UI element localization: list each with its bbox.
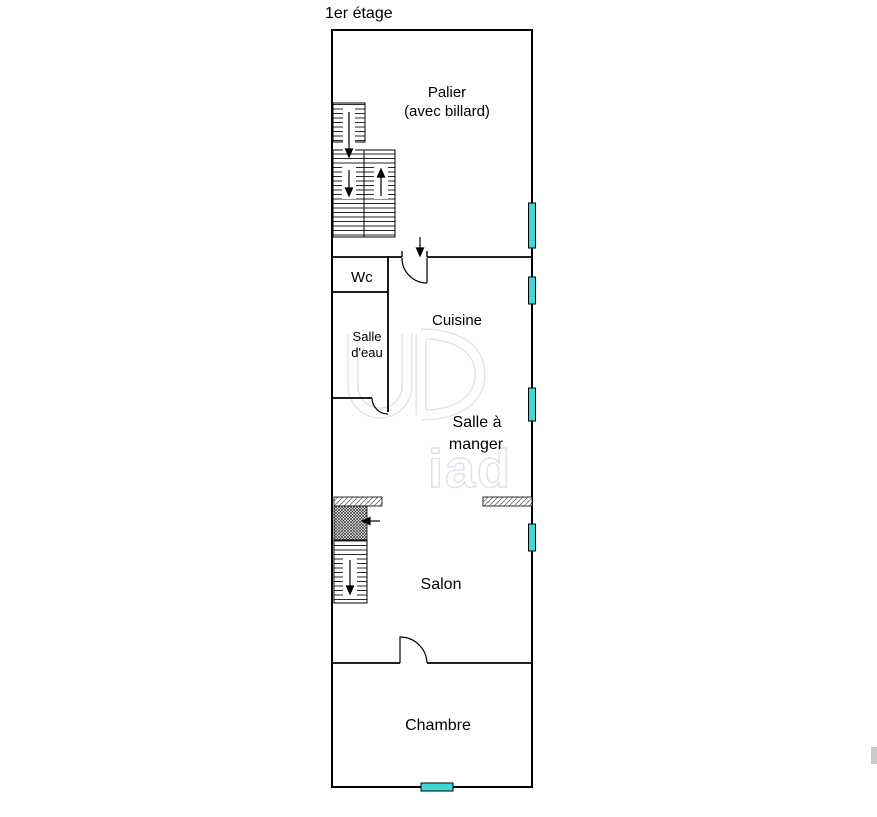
interior-walls <box>332 256 532 664</box>
room-label-salle-a-manger-2: manger <box>448 436 504 453</box>
window <box>528 387 536 422</box>
staircase-lower <box>333 496 383 604</box>
arrow-down-icon <box>344 112 354 159</box>
window <box>420 782 454 792</box>
room-label-palier: Palier <box>427 84 467 101</box>
iad-logo-text: iad <box>428 439 512 499</box>
arrow-left-icon <box>360 516 380 526</box>
direction-arrows <box>344 112 425 596</box>
arrow-down-icon <box>344 170 354 198</box>
door-jambs <box>401 251 428 257</box>
window <box>528 276 536 305</box>
hatched-wall-segment <box>482 496 533 507</box>
room-label-chambre: Chambre <box>405 717 471 734</box>
room-label-salle-deau-1: Salle <box>352 329 382 344</box>
room-label-salle-a-manger-1: Salle à <box>452 414 502 431</box>
arrow-down-icon <box>345 560 355 596</box>
door-arc-salon-chambre <box>399 636 428 664</box>
arrow-up-icon <box>376 167 386 196</box>
arrow-down-icon <box>415 237 425 258</box>
room-label-wc: Wc <box>351 269 373 286</box>
room-label-cuisine: Cuisine <box>431 312 483 329</box>
room-label-salon: Salon <box>420 576 462 593</box>
window <box>528 202 536 249</box>
room-label-salle-deau-2: d'eau <box>351 345 383 360</box>
screen-edge-artifact <box>871 747 877 764</box>
iad-logo-watermark: iad <box>347 328 512 500</box>
doors <box>371 257 428 664</box>
staircase-upper <box>332 102 396 238</box>
door-arc-salle-deau <box>371 397 389 415</box>
door-arc-palier-cuisine <box>401 257 428 284</box>
page-title: 1er étage <box>325 5 393 22</box>
window <box>528 523 536 552</box>
room-sublabel-palier: (avec billard) <box>404 103 490 120</box>
windows <box>420 202 536 792</box>
